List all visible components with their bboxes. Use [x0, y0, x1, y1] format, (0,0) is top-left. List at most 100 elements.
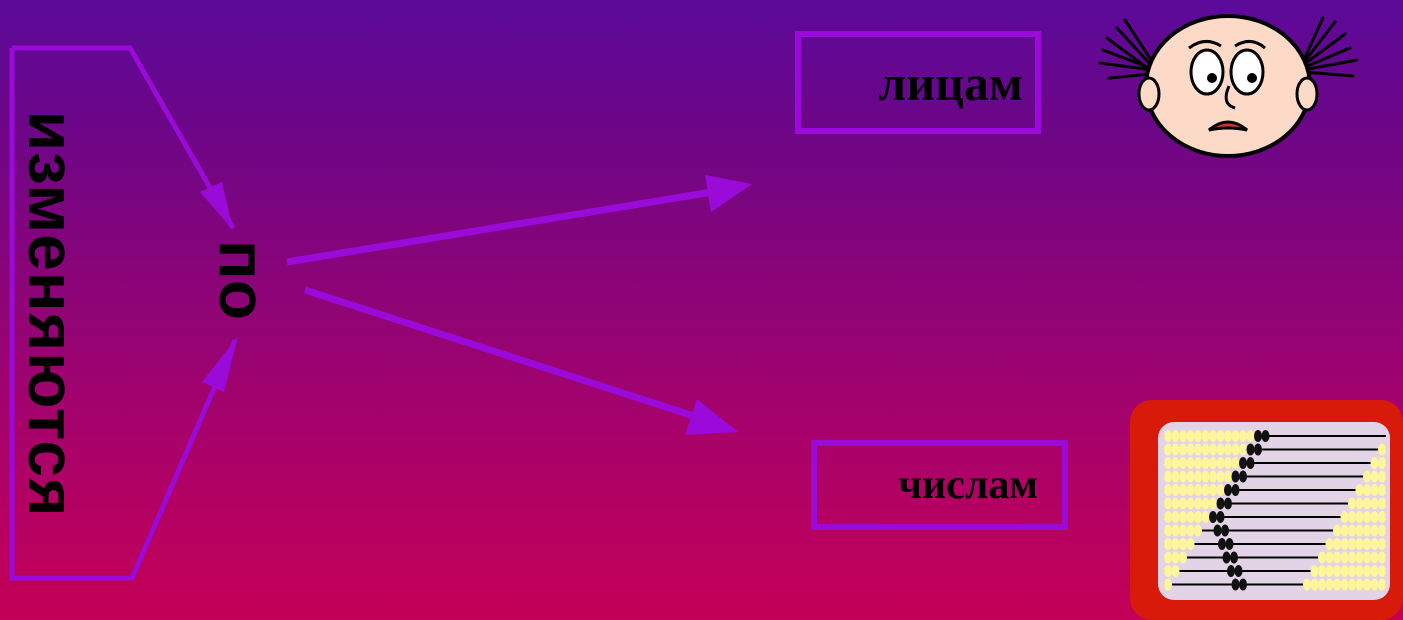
- abacus-bead: [1164, 578, 1172, 591]
- abacus-bead: [1378, 457, 1386, 469]
- abacus-bead: [1340, 578, 1349, 591]
- abacus-bead: [1186, 484, 1195, 496]
- abacus-bead: [1171, 443, 1180, 456]
- abacus-bead: [1239, 430, 1247, 442]
- abacus-bead: [1209, 470, 1217, 483]
- abacus-bead: [1171, 497, 1180, 510]
- abacus-bead-dark: [1231, 470, 1240, 483]
- abacus-bead-dark: [1222, 551, 1231, 564]
- abacus-bead: [1201, 511, 1210, 523]
- abacus-bead: [1201, 457, 1210, 469]
- numbers-box: числам: [811, 440, 1068, 530]
- abacus-bead: [1216, 470, 1225, 483]
- abacus-bead: [1363, 470, 1371, 483]
- abacus-bead: [1378, 497, 1386, 510]
- abacus-bead: [1378, 551, 1386, 564]
- abacus-bead: [1186, 497, 1195, 510]
- abacus-bead: [1164, 443, 1172, 456]
- abacus-bead-dark: [1246, 443, 1255, 456]
- abacus-bead-dark: [1230, 551, 1238, 564]
- abacus-bead: [1340, 565, 1349, 577]
- abacus-bead: [1186, 430, 1195, 442]
- abacus-bead: [1363, 497, 1371, 510]
- abacus-bead: [1186, 524, 1195, 537]
- abacus-bead: [1224, 470, 1232, 483]
- abacus-bead-dark: [1239, 578, 1247, 591]
- abacus-bead: [1325, 565, 1334, 577]
- abacus-bead: [1186, 470, 1195, 483]
- abacus-bead: [1378, 524, 1386, 537]
- abacus-bead: [1340, 524, 1349, 537]
- abacus-bead: [1370, 511, 1379, 523]
- abacus-bead: [1164, 457, 1172, 469]
- abacus-bead: [1333, 538, 1341, 550]
- abacus-bead: [1340, 538, 1349, 550]
- abacus-bead-dark: [1231, 578, 1240, 591]
- abacus-bead: [1325, 578, 1334, 591]
- abacus-bead: [1194, 457, 1202, 469]
- abacus-bead: [1348, 497, 1356, 510]
- abacus-bead: [1164, 538, 1172, 550]
- abacus-bead: [1171, 457, 1180, 469]
- abacus-bead: [1171, 538, 1180, 550]
- abacus-bead: [1209, 443, 1217, 456]
- abacus-bead: [1164, 524, 1172, 537]
- abacus-bead: [1363, 565, 1371, 577]
- abacus-bead: [1194, 484, 1202, 496]
- abacus-bead: [1179, 470, 1187, 483]
- abacus-bead: [1310, 565, 1319, 577]
- abacus-bead: [1363, 578, 1371, 591]
- abacus-bead-dark: [1254, 430, 1262, 442]
- abacus-bead: [1363, 484, 1371, 496]
- confused-face-icon: [1098, 14, 1359, 158]
- abacus-bead-dark: [1224, 484, 1232, 496]
- abacus-bead: [1355, 538, 1364, 550]
- abacus-bead: [1378, 565, 1386, 577]
- abacus-bead: [1340, 511, 1349, 523]
- abacus-bead: [1164, 470, 1172, 483]
- abacus-bead: [1333, 578, 1341, 591]
- abacus-bead: [1171, 430, 1180, 442]
- abacus-bead: [1171, 470, 1180, 483]
- abacus-bead: [1333, 551, 1341, 564]
- abacus-bead: [1194, 511, 1202, 523]
- abacus-bead: [1355, 524, 1364, 537]
- abacus-bead: [1179, 524, 1187, 537]
- abacus-bead: [1318, 578, 1326, 591]
- abacus-bead: [1179, 511, 1187, 523]
- abacus-bead: [1216, 484, 1225, 496]
- abacus-bead: [1194, 497, 1202, 510]
- abacus-bead: [1209, 484, 1217, 496]
- abacus-bead: [1363, 538, 1371, 550]
- abacus-bead: [1378, 538, 1386, 550]
- abacus-bead-dark: [1221, 524, 1229, 537]
- abacus-bead: [1179, 430, 1187, 442]
- numbers-label: числам: [898, 462, 1038, 508]
- abacus-bead: [1363, 551, 1371, 564]
- abacus-bead: [1231, 430, 1240, 442]
- abacus-bead: [1333, 565, 1341, 577]
- abacus-bead-dark: [1239, 470, 1247, 483]
- abacus-bead-dark: [1209, 511, 1217, 523]
- abacus-bead: [1209, 497, 1217, 510]
- abacus-bead: [1186, 511, 1195, 523]
- bracket-arrow-top: [200, 182, 233, 230]
- arrow-to-numbers-head: [685, 399, 738, 435]
- abacus-bead: [1370, 457, 1379, 469]
- abacus-bead: [1164, 511, 1172, 523]
- abacus-bead: [1378, 484, 1386, 496]
- abacus-bead: [1246, 430, 1255, 442]
- abacus-bead: [1318, 551, 1326, 564]
- abacus-bead: [1164, 551, 1172, 564]
- abacus-bead-dark: [1218, 538, 1226, 550]
- abacus-bead: [1239, 443, 1247, 456]
- abacus-bead: [1194, 470, 1202, 483]
- abacus-bead-dark: [1213, 524, 1222, 537]
- abacus-bead-dark: [1246, 457, 1255, 469]
- abacus-bead: [1348, 551, 1356, 564]
- abacus-bead: [1370, 470, 1379, 483]
- abacus-bead-dark: [1254, 443, 1262, 456]
- abacus-icon: [1130, 400, 1403, 620]
- abacus-bead: [1186, 443, 1195, 456]
